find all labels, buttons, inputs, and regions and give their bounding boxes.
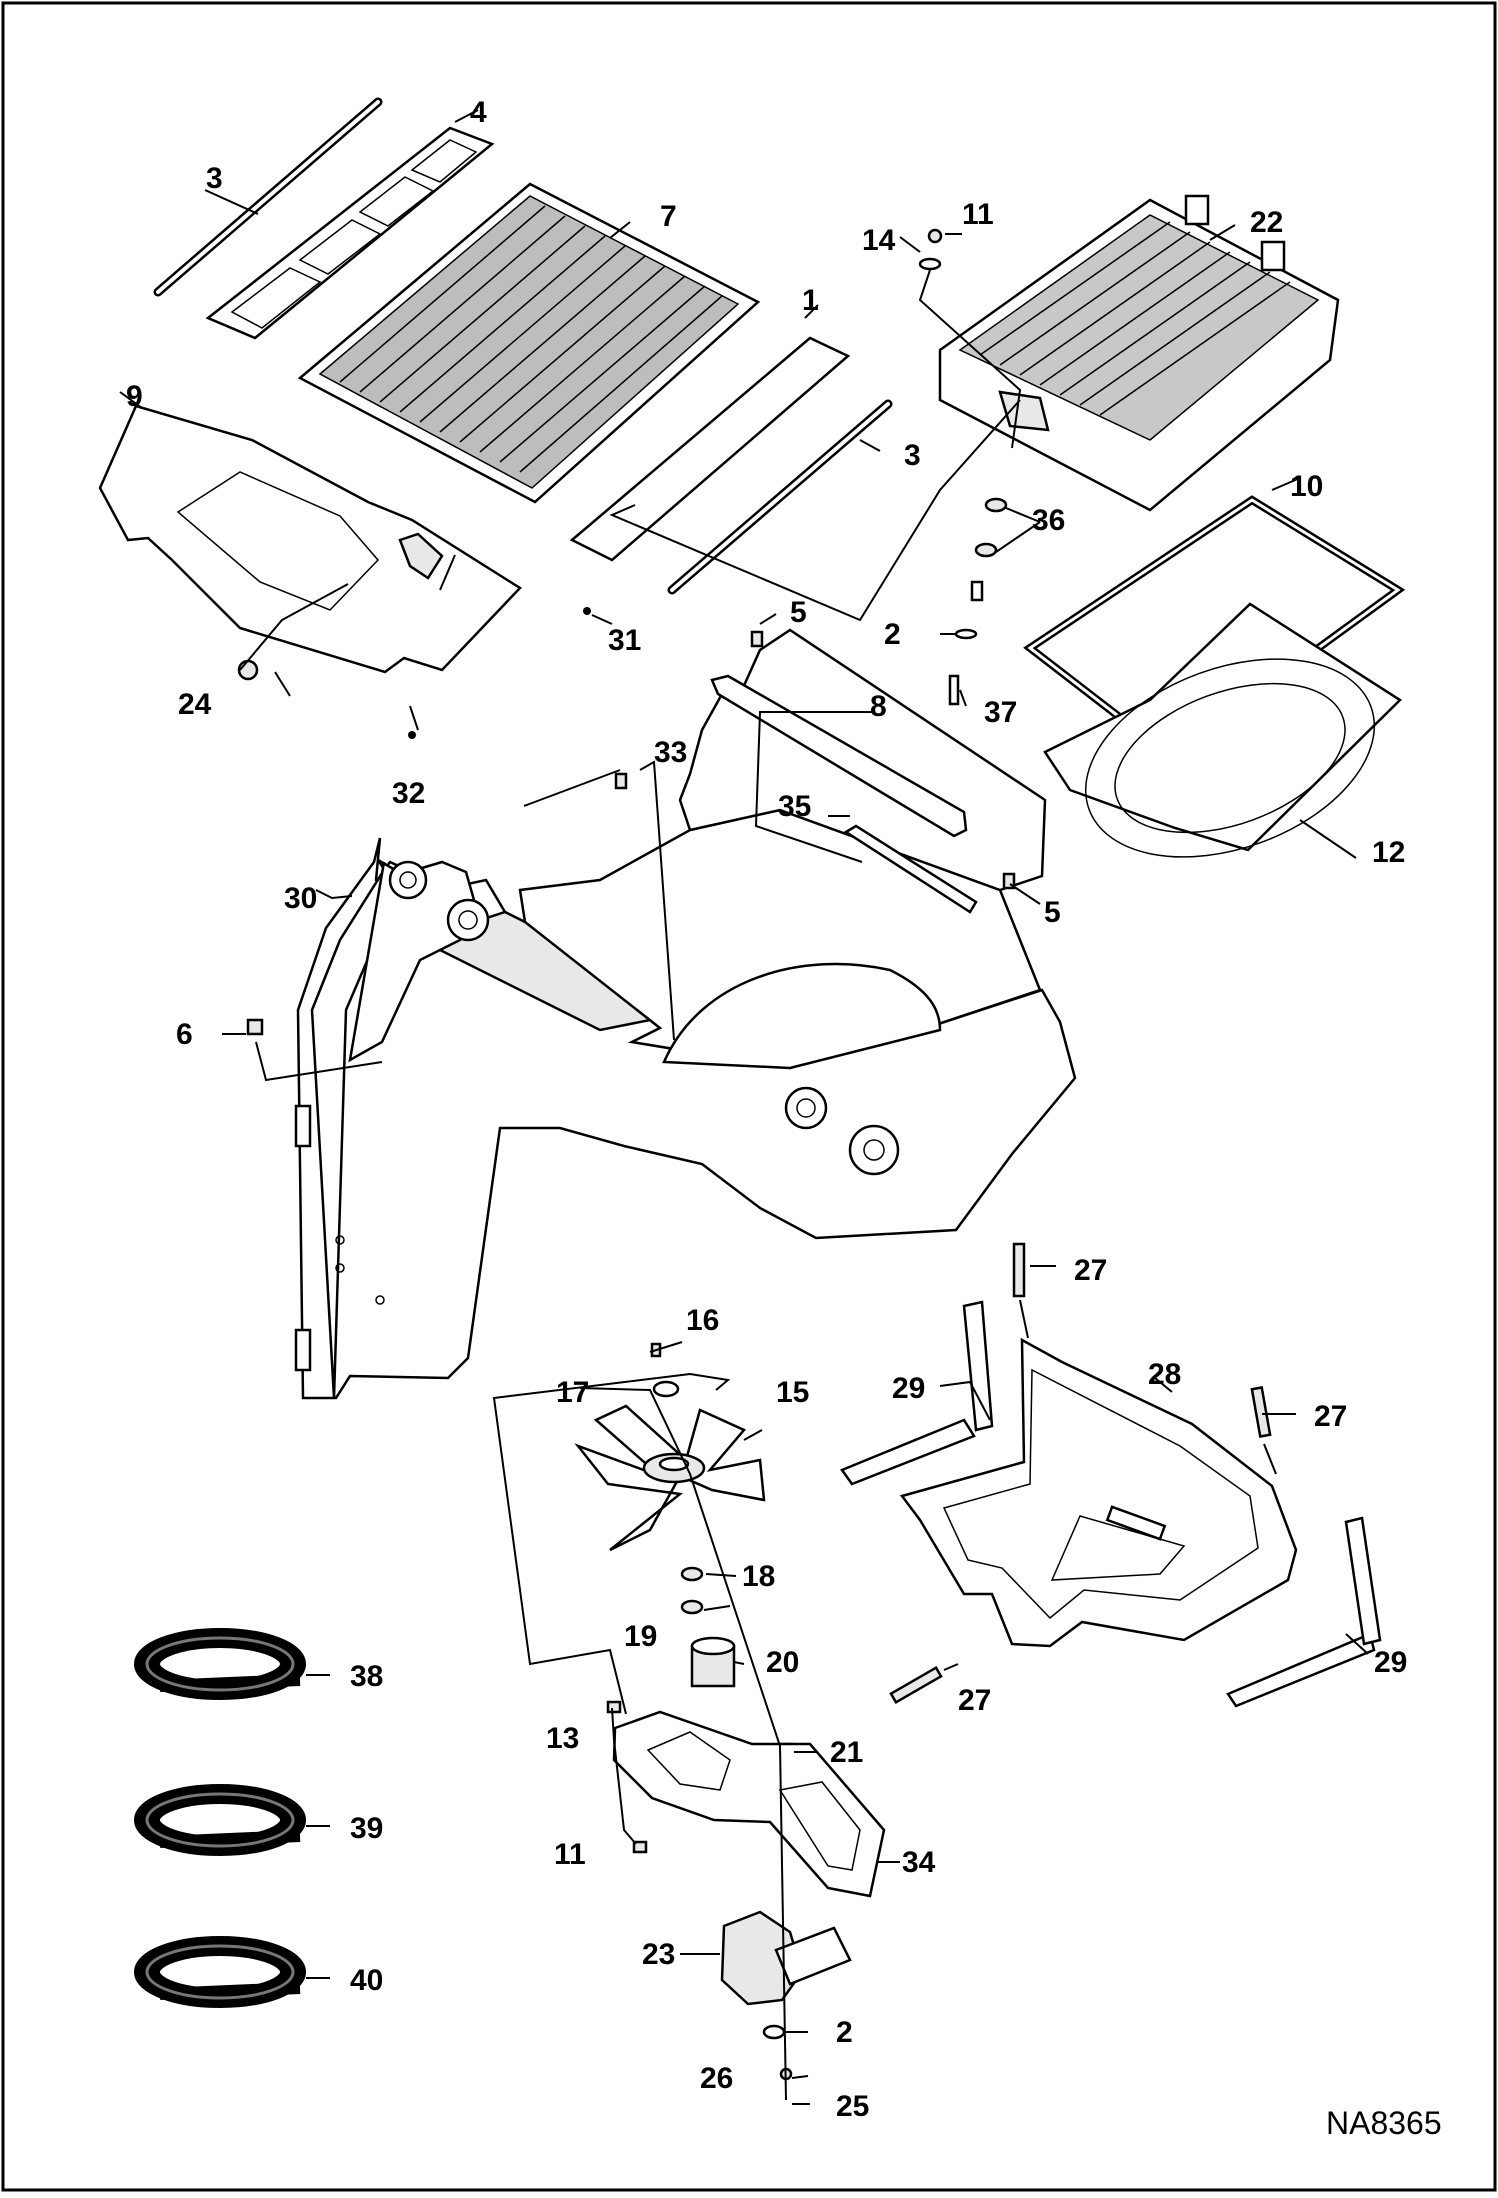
callout-40: 40: [350, 1964, 383, 1997]
callout-30: 30: [284, 882, 317, 915]
fan-shroud: [1043, 602, 1402, 858]
figure-id-label: NA8365: [1326, 2105, 1442, 2141]
callout-18: 18: [742, 1560, 775, 1593]
callout-8: 8: [870, 690, 887, 723]
bolt-33: [614, 772, 628, 790]
callout-22: 22: [1250, 206, 1283, 239]
callout-27-upper: 27: [1074, 1254, 1107, 1287]
callout-20: 20: [766, 1646, 799, 1679]
nut-11-lower: [632, 1840, 648, 1854]
callout-3-lower: 3: [904, 439, 921, 472]
callout-5-lower: 5: [1044, 896, 1061, 929]
nut-11-top: [927, 228, 943, 244]
callout-24: 24: [178, 688, 212, 721]
callout-37: 37: [984, 696, 1017, 729]
callout-4: 4: [470, 96, 487, 129]
shroud-panel: [98, 404, 522, 674]
callout-17: 17: [556, 1376, 589, 1409]
bolt-5-lower: [1002, 872, 1016, 890]
callout-1: 1: [802, 284, 819, 317]
plug-13: [606, 1700, 622, 1714]
washer-19: [680, 1599, 704, 1615]
callout-36: 36: [1032, 504, 1065, 537]
callout-15: 15: [776, 1376, 809, 1409]
callout-3-upper: 3: [206, 162, 223, 195]
callout-27-lower: 27: [958, 1684, 991, 1717]
radiator-screen: [297, 182, 761, 504]
support-bar: [710, 674, 968, 838]
hydraulic-motor: [720, 1910, 852, 2006]
callout-12: 12: [1372, 836, 1405, 869]
washer-14: [918, 257, 942, 271]
callout-21: 21: [830, 1736, 863, 1769]
callout-29-right: 29: [1374, 1646, 1407, 1679]
callout-28: 28: [1148, 1358, 1181, 1391]
bolt-5-upper: [750, 630, 764, 648]
hose-38: [134, 1628, 306, 1700]
plug-6: [246, 1018, 264, 1036]
strap-27-lower: [889, 1665, 943, 1705]
plug-button: [237, 659, 259, 681]
strap-27-right: [1250, 1386, 1272, 1438]
callout-2-lower: 2: [836, 2016, 853, 2049]
callout-5-upper: 5: [790, 596, 807, 629]
callout-16: 16: [686, 1304, 719, 1337]
cover-strip: [569, 336, 851, 562]
callout-23: 23: [642, 1938, 675, 1971]
rail-29-left: [840, 1300, 994, 1486]
callout-32: 32: [392, 777, 425, 810]
callout-35: 35: [778, 790, 811, 823]
callout-38: 38: [350, 1660, 383, 1693]
hose-39: [134, 1784, 306, 1856]
callout-33: 33: [654, 736, 687, 769]
callout-14: 14: [862, 224, 896, 257]
fan-blade: [574, 1404, 766, 1552]
nut-18: [680, 1566, 704, 1582]
coupler-20: [690, 1636, 736, 1688]
grille-panel: [205, 126, 495, 340]
callout-19: 19: [624, 1620, 657, 1653]
mount-hardware: [948, 497, 1008, 706]
rail-29-right: [1226, 1516, 1382, 1708]
retainer-bar: [843, 824, 978, 914]
belly-pan: [899, 1337, 1298, 1648]
callout-25: 25: [836, 2090, 869, 2123]
seal-strip-upper: [153, 97, 383, 297]
callout-10: 10: [1290, 470, 1323, 503]
callout-27-right: 27: [1314, 1400, 1347, 1433]
radiator-core: [938, 194, 1340, 512]
strap-27-upper: [1012, 1242, 1026, 1298]
callout-11-upper: 11: [962, 198, 994, 231]
fastener-32: [408, 731, 416, 739]
callout-2-upper: 2: [884, 618, 901, 651]
callout-7: 7: [660, 200, 677, 233]
hose-40: [134, 1936, 306, 2008]
seal-strip-lower: [667, 399, 893, 595]
callout-9: 9: [126, 380, 143, 413]
callout-11-lower: 11: [554, 1838, 586, 1871]
callout-26: 26: [700, 2062, 733, 2095]
motor-mount: [612, 1710, 886, 1898]
callout-31: 31: [608, 624, 641, 657]
callout-6: 6: [176, 1018, 193, 1051]
callout-39: 39: [350, 1812, 383, 1845]
callout-29-left: 29: [892, 1372, 925, 1405]
washer-2-lower: [762, 2024, 786, 2040]
callout-13: 13: [546, 1722, 579, 1755]
fastener-31: [583, 607, 591, 615]
plate-17: [652, 1380, 680, 1398]
callout-34: 34: [902, 1846, 936, 1879]
